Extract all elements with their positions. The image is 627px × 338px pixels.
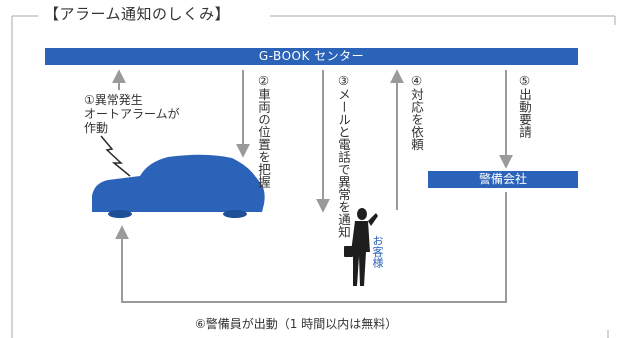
step1-line3: 作動 <box>84 121 109 135</box>
step6-number: ⑥ <box>195 317 206 331</box>
customer-label: お客様 <box>371 235 384 268</box>
arrow-step6-dispatch <box>115 192 507 303</box>
flow-arrows <box>112 69 513 303</box>
step4-number: ④ <box>409 73 424 88</box>
car-icon <box>92 154 265 218</box>
step5-label: ⑤出動要請 <box>517 73 532 153</box>
step2-text: 車両の位置を把握 <box>256 88 271 188</box>
step6-text: 警備員が出動（1 時間以内は無料） <box>205 317 398 331</box>
step4-label: ④対応を依頼 <box>409 73 424 155</box>
step3-label: ③メールと電話で異常を通知 <box>336 73 351 238</box>
security-company-bar: 警備会社 <box>428 171 578 188</box>
step5-text: 出動要請 <box>517 88 532 138</box>
gbook-center-bar: G-BOOK センター <box>45 48 578 65</box>
step1-number: ① <box>84 93 95 107</box>
step1-line1: 異常発生 <box>94 93 143 107</box>
step1-label: ①異常発生 オートアラームが 作動 <box>84 93 180 135</box>
step1-line2: オートアラームが <box>84 107 180 121</box>
step4-text: 対応を依頼 <box>409 88 424 151</box>
frame-lines <box>11 15 616 338</box>
step2-label: ②車両の位置を把握 <box>256 73 271 188</box>
customer-icon <box>344 208 378 286</box>
step3-number: ③ <box>336 73 351 88</box>
diagram-title: 【アラーム通知のしくみ】 <box>40 3 235 24</box>
step2-number: ② <box>256 73 271 88</box>
step5-number: ⑤ <box>517 73 532 88</box>
lightning-icon <box>100 135 131 177</box>
step6-label: ⑥警備員が出動（1 時間以内は無料） <box>195 315 397 332</box>
step3-text: メールと電話で異常を通知 <box>336 88 351 238</box>
